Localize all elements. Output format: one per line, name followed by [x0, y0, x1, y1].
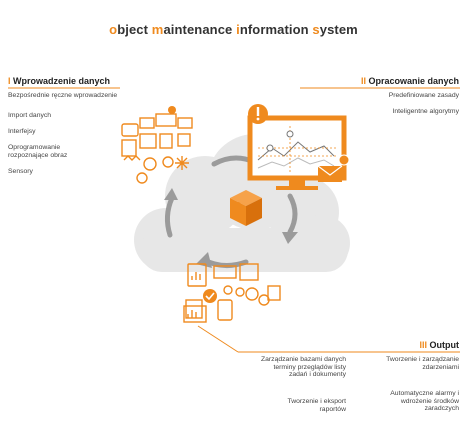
check-badge-icon	[203, 289, 217, 303]
section2-title: Opracowanie danych	[368, 76, 459, 86]
section3-item-databases: Zarządzanie bazami danych terminy przegl…	[260, 356, 346, 379]
section1-item-sensors: Sensory	[8, 168, 33, 175]
envelope-icon	[317, 154, 350, 182]
section1-heading: I Wprowadzenie danych	[8, 76, 110, 86]
title-word-maintenance: aintenance	[163, 22, 237, 37]
section3-item-reports: Tworzenie i eksport raportów	[287, 398, 346, 413]
title-word-object: bject	[117, 22, 152, 37]
title-letter-i: i	[236, 22, 240, 37]
section3-item-events: Tworzenie i zarządzanie zdarzeniami	[386, 356, 459, 371]
input-device-icons	[121, 113, 193, 184]
puzzle-cube-icon	[230, 190, 262, 226]
section2-heading: II Opracowanie danych	[361, 76, 459, 86]
title-word-system: ystem	[319, 22, 358, 37]
title-letter-s: s	[312, 22, 320, 37]
section2-item-rules: Predefiniowane zasady	[388, 92, 459, 99]
alert-dot-input	[168, 106, 176, 114]
connector-output	[197, 325, 239, 353]
section2-item-algorithms: Inteligentne algorytmy	[392, 108, 460, 115]
section1-item-interfaces: Interfejsy	[8, 128, 36, 135]
section3-title: Output	[429, 340, 460, 350]
title-letter-m: m	[151, 22, 164, 37]
page-title: object maintenance information system	[0, 22, 467, 37]
output-icons	[183, 263, 281, 323]
section3-number: III	[419, 340, 427, 350]
section1-item-manual: Bezpośrednie ręczne wprowadzenie	[8, 92, 118, 99]
warning-badge-icon	[248, 104, 268, 124]
section3-heading: III Output	[419, 340, 459, 350]
title-letter-o: o	[109, 22, 118, 37]
section1-title: Wprowadzenie danych	[13, 76, 111, 86]
section1-item-import: Import danych	[8, 112, 52, 119]
section1-number: I	[8, 76, 11, 86]
section2-number: II	[360, 76, 366, 86]
title-word-information: nformation	[239, 22, 313, 37]
section3-item-alarms: Automatyczne alarmy i wdrożenie środków …	[390, 390, 459, 413]
section1-item-image-recognition: Oprogramowanie rozpoznające obraz	[8, 144, 68, 159]
